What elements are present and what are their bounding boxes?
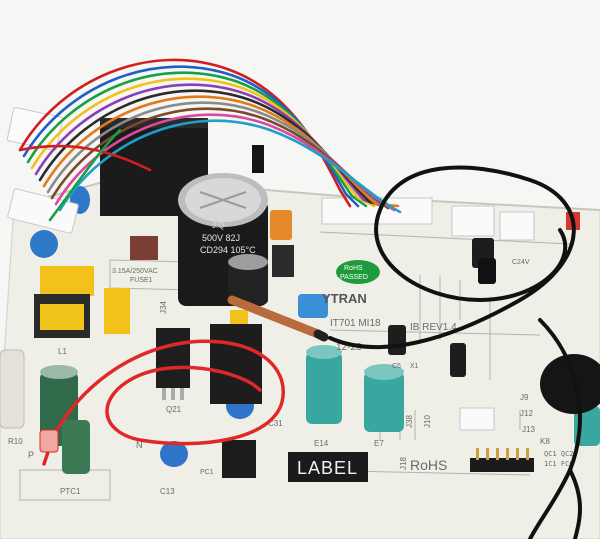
ceramic-resistor — [0, 349, 25, 429]
rohs-text: RoHS — [410, 457, 447, 473]
label-sticker-text: LABEL — [297, 458, 358, 478]
opto-label: QC1 QC2 — [544, 450, 574, 458]
ref-c13: C13 — [160, 487, 175, 496]
label-sticker — [288, 452, 368, 482]
main-capacitor-top-text: J.Q — [212, 221, 224, 230]
silkscreen-text: YTRAN IT701 MI18 IB REV1.4 12-23 RoHS 3.… — [8, 259, 574, 496]
switch-post — [252, 145, 264, 173]
yellow-capacitor-1 — [40, 266, 94, 296]
ref-j18: J18 — [399, 457, 408, 470]
capacitor-black-2 — [228, 260, 268, 304]
ref-q21: Q21 — [166, 405, 182, 414]
triac-block — [210, 324, 262, 404]
wiring-harness — [18, 58, 402, 222]
sensor-cable — [328, 165, 582, 539]
blue-varistor — [298, 294, 328, 318]
green-capacitor-2 — [62, 420, 90, 474]
blue-cap-left — [30, 230, 58, 258]
ref-x1: X1 — [410, 363, 419, 370]
ref-j12: J12 — [520, 409, 533, 418]
regulator-q21 — [156, 328, 190, 388]
rohs-passed-text-2: PASSED — [340, 274, 368, 281]
main-capacitor-text-1: 500V 82J — [202, 233, 240, 243]
opto-label-2: 1C1 FC6 — [544, 460, 574, 468]
cap-small-label: C24V — [512, 259, 530, 266]
ref-j13: J13 — [522, 425, 535, 434]
main-capacitor-text-2: CD294 105°C — [200, 245, 256, 255]
rohs-passed-text-1: RoHS — [344, 265, 363, 272]
ref-j10: J10 — [423, 415, 432, 428]
red-wire-connector — [39, 429, 59, 453]
fuse-text: 3.15A/250VAC — [112, 268, 158, 275]
brand-text: YTRAN — [322, 291, 367, 306]
pin-header — [470, 448, 534, 472]
orange-capacitor — [270, 210, 292, 240]
small-cap-c5 — [388, 325, 406, 355]
ref-e14: E14 — [314, 439, 329, 448]
connector-j11 — [459, 407, 495, 431]
ref-c5: C5 — [392, 363, 401, 370]
thermistor-probe — [227, 295, 323, 339]
model-text: IT701 MI18 — [330, 318, 381, 329]
ref-l1: L1 — [58, 347, 67, 356]
blue-disc-cap-2 — [160, 441, 188, 467]
ref-k8: K8 — [540, 437, 550, 446]
ref-c31: C31 — [268, 419, 283, 428]
connector-left — [7, 188, 79, 234]
ref-j9: J9 — [520, 393, 529, 402]
optocoupler — [222, 440, 256, 478]
rohs-passed-badge — [336, 260, 380, 284]
ref-j34: J34 — [159, 301, 168, 314]
yellow-capacitor-2 — [104, 288, 130, 334]
ref-e7: E7 — [374, 439, 384, 448]
ref-n: N — [136, 440, 143, 450]
revision-text: IB REV1.4 — [410, 322, 457, 333]
ref-ptc1: PTC1 — [60, 487, 81, 496]
fuse-ref: FUSE1 — [130, 277, 153, 284]
ref-pc1: PC1 — [200, 469, 214, 476]
small-cap-2 — [450, 343, 466, 377]
ref-p: P — [28, 450, 34, 460]
connector-right-1 — [451, 205, 495, 237]
resistor-pack — [130, 236, 158, 260]
connector-right-2 — [499, 211, 535, 241]
buzzer — [540, 354, 600, 414]
date-text: 12-23 — [336, 342, 362, 353]
ref-r10: R10 — [8, 437, 23, 446]
ref-j38: J38 — [405, 415, 414, 428]
